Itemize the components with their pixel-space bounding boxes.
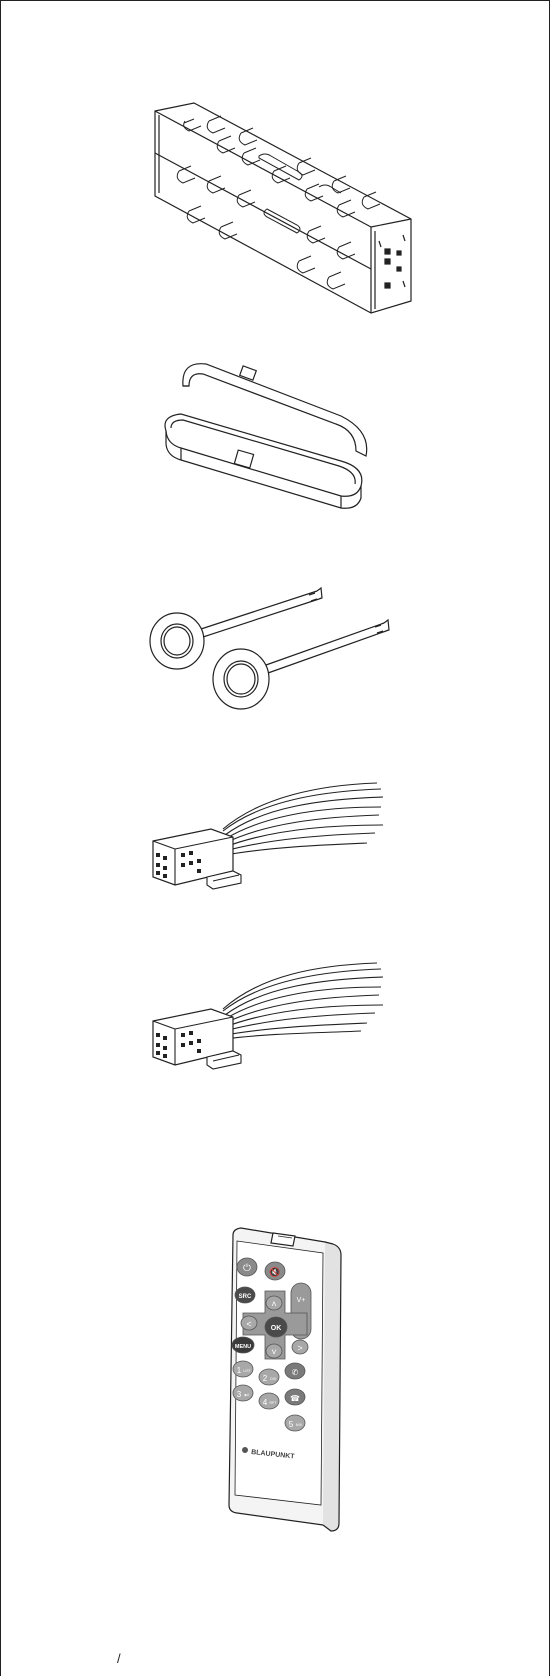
svg-text:✆: ✆ [292, 1368, 299, 1377]
mounting-sleeve-illustration [149, 101, 419, 316]
remote-ok-label: OK [271, 1325, 282, 1332]
remote-brand-label: BLAUPUNKT [251, 1449, 296, 1461]
footer-mark: / [117, 1651, 121, 1666]
remote-preset-2-sub: DIS [270, 1377, 277, 1381]
iso-connector-1-illustration [151, 781, 391, 901]
svg-text:>: > [297, 1343, 302, 1353]
iso-connector-2-illustration [151, 961, 391, 1081]
remote-preset-4-sub: RPT [270, 1401, 278, 1405]
svg-text:🔇: 🔇 [269, 1266, 280, 1277]
release-keys-illustration [149, 581, 399, 731]
protective-case-illustration [161, 356, 391, 509]
remote-preset-2-label: 2 [263, 1374, 268, 1383]
svg-text:☎: ☎ [290, 1394, 300, 1403]
svg-text:⏻: ⏻ [243, 1263, 251, 1274]
remote-src-label: SRC [239, 1294, 252, 1300]
remote-preset-1-sub: LIST [243, 1369, 251, 1373]
remote-preset-4-label: 4 [263, 1398, 268, 1407]
remote-preset-5-sub: MIX [296, 1423, 303, 1427]
remote-preset-5-label: 5 [289, 1420, 294, 1429]
remote-vol-up-label: V+ [297, 1297, 306, 1304]
remote-preset-3-label: 3 [237, 1390, 242, 1399]
svg-text:<: < [246, 1319, 251, 1329]
remote-preset-3-sub: ▶II [245, 1393, 250, 1397]
remote-menu-label: MENU [235, 1344, 251, 1350]
svg-text:˄: ˄ [271, 1299, 276, 1309]
svg-text:˅: ˅ [271, 1347, 276, 1357]
remote-preset-1-label: 1 [237, 1366, 242, 1375]
remote-control-illustration: ⏻ 🔇 SRC V+ V− ˄ < > ˅ [223, 1227, 353, 1533]
